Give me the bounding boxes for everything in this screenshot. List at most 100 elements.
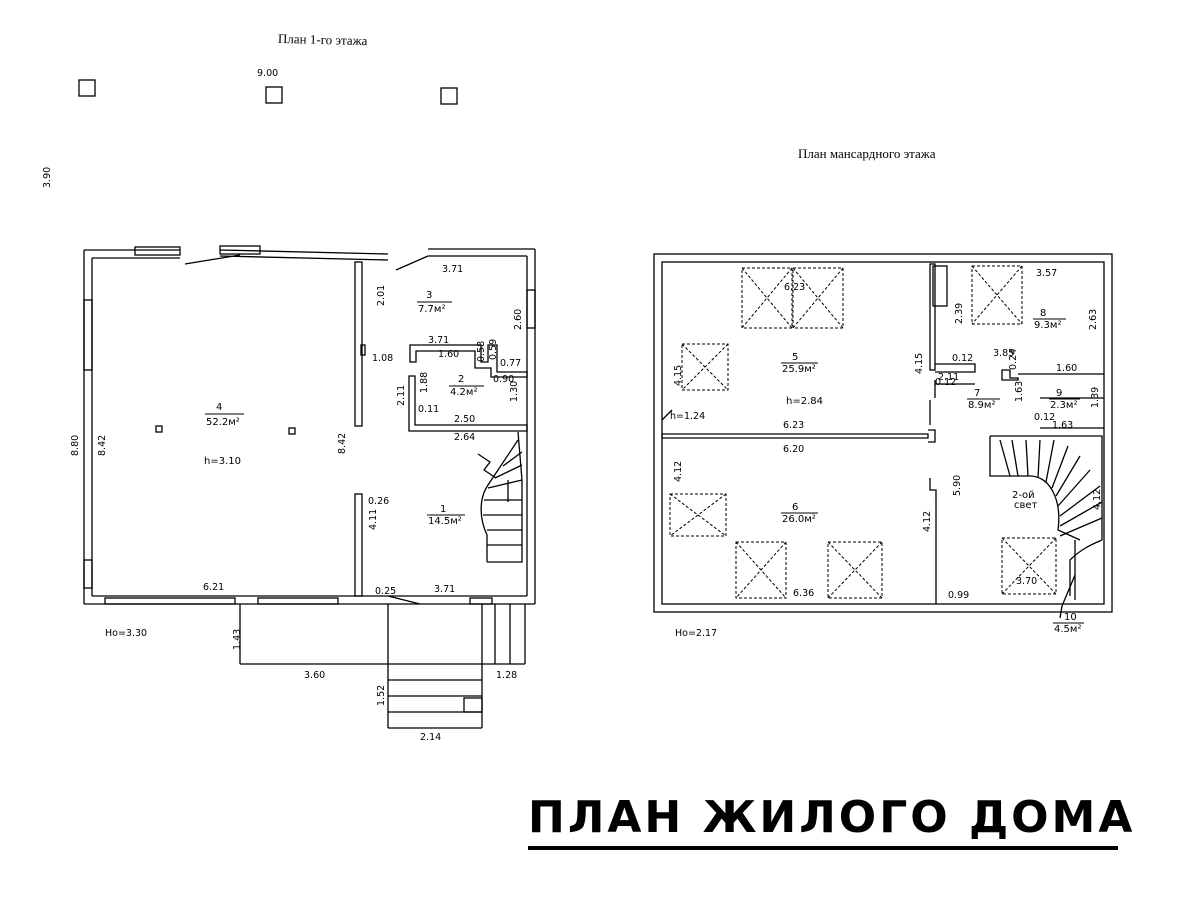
dim-6-20: 6.20 <box>783 444 804 455</box>
dim-4-12-mid: 4.12 <box>922 511 933 532</box>
dim-2-14: 2.14 <box>420 732 441 743</box>
room-1-area: 14.5м² <box>428 516 462 527</box>
floor1-outer-walls <box>83 245 536 605</box>
column-marker <box>265 86 283 104</box>
dim-1-08: 1.08 <box>372 353 393 364</box>
dim-1-63-b: 1.63 <box>1052 420 1073 431</box>
floor1-terrace <box>239 604 526 729</box>
dim-2-63: 2.63 <box>1088 309 1099 330</box>
dim-0-12-b: 0.12 <box>935 377 956 388</box>
dim-0-58: 0.58 <box>476 341 487 362</box>
floor1-labels: 9.00 3.90 3 7.7м² 2 4.2м² 4 52.2м² h=3.1… <box>42 68 524 743</box>
column-marker <box>155 425 163 433</box>
attic-title: План мансардного этажа <box>798 146 936 161</box>
dim-0-99: 0.99 <box>948 590 969 601</box>
column-marker <box>78 79 96 97</box>
dim-2-64: 2.64 <box>454 432 475 443</box>
room-8-number: 8 <box>1040 308 1046 319</box>
dim-1-39: 1.39 <box>1090 387 1101 408</box>
dim-0-12-a: 0.12 <box>952 353 973 364</box>
attic-plan <box>653 253 1113 619</box>
dim-0-25: 0.25 <box>375 586 396 597</box>
dim-3-90: 3.90 <box>42 167 53 188</box>
room-4-height: h=3.10 <box>204 456 241 467</box>
room-5-number: 5 <box>792 352 798 363</box>
dim-2-01: 2.01 <box>376 285 387 306</box>
room-9-number: 9 <box>1056 388 1062 399</box>
floor1-plan <box>78 79 536 729</box>
dim-4-11: 4.11 <box>368 509 379 530</box>
room-6-area: 26.0м² <box>782 514 816 525</box>
dim-1-28: 1.28 <box>496 670 517 681</box>
column-marker <box>288 427 296 435</box>
dim-3-60: 3.60 <box>304 670 325 681</box>
dim-1-60: 1.60 <box>1056 363 1077 374</box>
attic-outer-wall <box>653 253 1113 613</box>
room-4-area: 52.2м² <box>206 417 240 428</box>
room-7-area: 8.9м² <box>968 400 995 411</box>
room-3-area: 7.7м² <box>418 304 445 315</box>
dim-2-11: 2.11 <box>938 372 959 383</box>
dim-3-85: 3.85 <box>993 348 1014 359</box>
dim-9-00: 9.00 <box>257 68 278 79</box>
dim-4-15-right: 4.15 <box>914 353 925 374</box>
dim-0-11: 0.11 <box>418 404 439 415</box>
dim-3-71-top: 3.71 <box>442 264 463 275</box>
dim-0-12-c: 0.12 <box>1034 412 1055 423</box>
main-title: ПЛАН ЖИЛОГО ДОМА <box>528 792 1136 843</box>
dim-2-11: 2.11 <box>396 385 407 406</box>
attic-stairs <box>989 435 1103 619</box>
dim-0-77: 0.77 <box>500 358 521 369</box>
dim-0-90: 0.90 <box>493 374 514 385</box>
room-10-area: 4.5м² <box>1054 624 1081 635</box>
dim-1-43: 1.43 <box>232 629 243 650</box>
dim-4-15-left: 4.15 <box>673 365 684 386</box>
dim-6-36: 6.36 <box>793 588 814 599</box>
dim-3-71-mid: 3.71 <box>428 335 449 346</box>
dim-6-23-mid: 6.23 <box>783 420 804 431</box>
column-marker <box>440 87 458 105</box>
dim-5-90: 5.90 <box>952 475 963 496</box>
dim-8-42-left: 8.42 <box>97 435 108 456</box>
floor1-inner-walls <box>354 261 528 597</box>
dim-8-42-right: 8.42 <box>337 433 348 454</box>
main-title-underline <box>528 846 1118 850</box>
dim-8-80: 8.80 <box>70 435 81 456</box>
dim-6-23-top: 6.23 <box>784 282 805 293</box>
dim-4-12-right: 4.12 <box>1092 489 1103 510</box>
room-7-number: 7 <box>974 388 980 399</box>
room-2-number: 2 <box>458 374 464 385</box>
room-2-area: 4.2м² <box>450 387 477 398</box>
room-8-area: 9.3м² <box>1034 320 1061 331</box>
dim-2-50: 2.50 <box>454 414 475 425</box>
attic-ho: Ho=2.17 <box>675 628 717 639</box>
room-5-height: h=2.84 <box>786 396 823 407</box>
dim-6-21: 6.21 <box>203 582 224 593</box>
dim-0-59: 0.59 <box>488 339 499 360</box>
room-10-number: 10 <box>1064 612 1077 623</box>
room-6-number: 6 <box>792 502 798 513</box>
dim-3-71-bottom: 3.71 <box>434 584 455 595</box>
dim-1-60: 1.60 <box>438 349 459 360</box>
second-light-line1: 2-ой <box>1012 490 1035 501</box>
room-1-number: 1 <box>440 504 446 515</box>
floor1-stairs <box>477 431 523 563</box>
dim-0-24: 0.24 <box>1008 349 1019 370</box>
room-4-number: 4 <box>216 402 222 413</box>
dim-3-57: 3.57 <box>1036 268 1057 279</box>
room-5-area: 25.9м² <box>782 364 816 375</box>
dim-2-60: 2.60 <box>513 309 524 330</box>
attic-labels: 6.23 3.57 2.39 8 9.3м² 2.63 4.15 5 25.9м… <box>670 268 1103 639</box>
dim-0-26: 0.26 <box>368 496 389 507</box>
dim-1-63-a: 1.63 <box>1014 381 1025 402</box>
dim-1-30: 1.30 <box>509 381 520 402</box>
dim-4-12-left: 4.12 <box>673 461 684 482</box>
room-3-number: 3 <box>426 290 432 301</box>
floor1-ho: Ho=3.30 <box>105 628 147 639</box>
room-9-area: 2.3м² <box>1050 400 1077 411</box>
dim-1-88: 1.88 <box>419 372 430 393</box>
dim-3-70: 3.70 <box>1016 576 1037 587</box>
dim-1-52: 1.52 <box>376 685 387 706</box>
dim-h-1-24: h=1.24 <box>670 411 705 422</box>
